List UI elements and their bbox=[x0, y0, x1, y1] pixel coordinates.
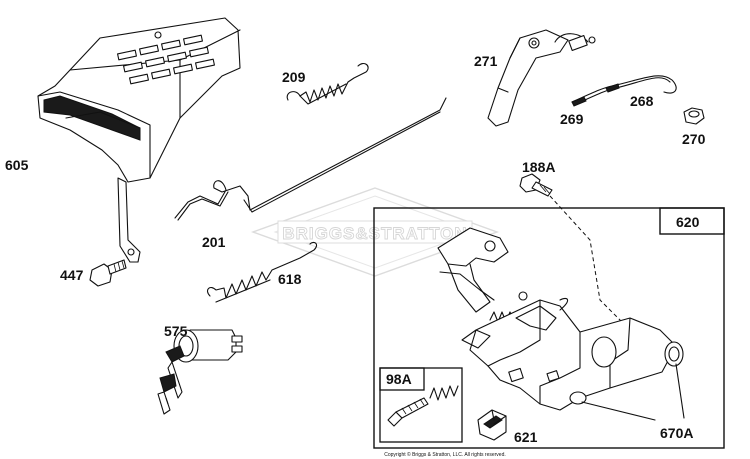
callout-201: 201 bbox=[202, 234, 226, 250]
part-268-cable bbox=[571, 75, 677, 107]
callout-269: 269 bbox=[560, 111, 584, 127]
callout-575: 575 bbox=[164, 323, 188, 339]
part-98a-spring bbox=[429, 385, 459, 401]
callout-188a: 188A bbox=[522, 159, 555, 175]
callout-447: 447 bbox=[60, 267, 84, 283]
callout-271: 271 bbox=[474, 53, 498, 69]
callout-618: 618 bbox=[278, 271, 302, 287]
callout-620: 620 bbox=[676, 214, 700, 230]
part-620-control-mechanism bbox=[437, 227, 684, 411]
leader-188a bbox=[549, 195, 673, 353]
callout-270: 270 bbox=[682, 131, 706, 147]
leader-670a bbox=[581, 401, 656, 421]
part-201-rod bbox=[174, 97, 447, 221]
part-620-assembly-box bbox=[373, 207, 725, 449]
part-575-ignition-switch bbox=[157, 329, 243, 415]
leader-670a-2 bbox=[675, 363, 685, 419]
part-98a-screw bbox=[387, 397, 429, 427]
part-188a-bolt bbox=[519, 173, 553, 197]
part-621-clip bbox=[477, 409, 507, 441]
part-209-spring bbox=[286, 63, 369, 105]
part-270-nut bbox=[683, 107, 705, 125]
callout-621: 621 bbox=[514, 429, 538, 445]
part-271-bracket bbox=[487, 29, 596, 127]
part-447-bolt bbox=[89, 259, 127, 287]
copyright-notice: Copyright © Briggs & Stratton, LLC. All … bbox=[384, 451, 506, 458]
callout-268: 268 bbox=[630, 93, 654, 109]
part-618-spring bbox=[207, 241, 318, 303]
callout-605: 605 bbox=[5, 157, 29, 173]
part-605-cover bbox=[37, 17, 241, 263]
callout-98a: 98A bbox=[386, 371, 412, 387]
watermark-text: BRIGGS&STRATTON bbox=[282, 224, 467, 243]
part-98a-box bbox=[379, 367, 463, 443]
callout-209: 209 bbox=[282, 69, 306, 85]
callout-670a: 670A bbox=[660, 425, 693, 441]
